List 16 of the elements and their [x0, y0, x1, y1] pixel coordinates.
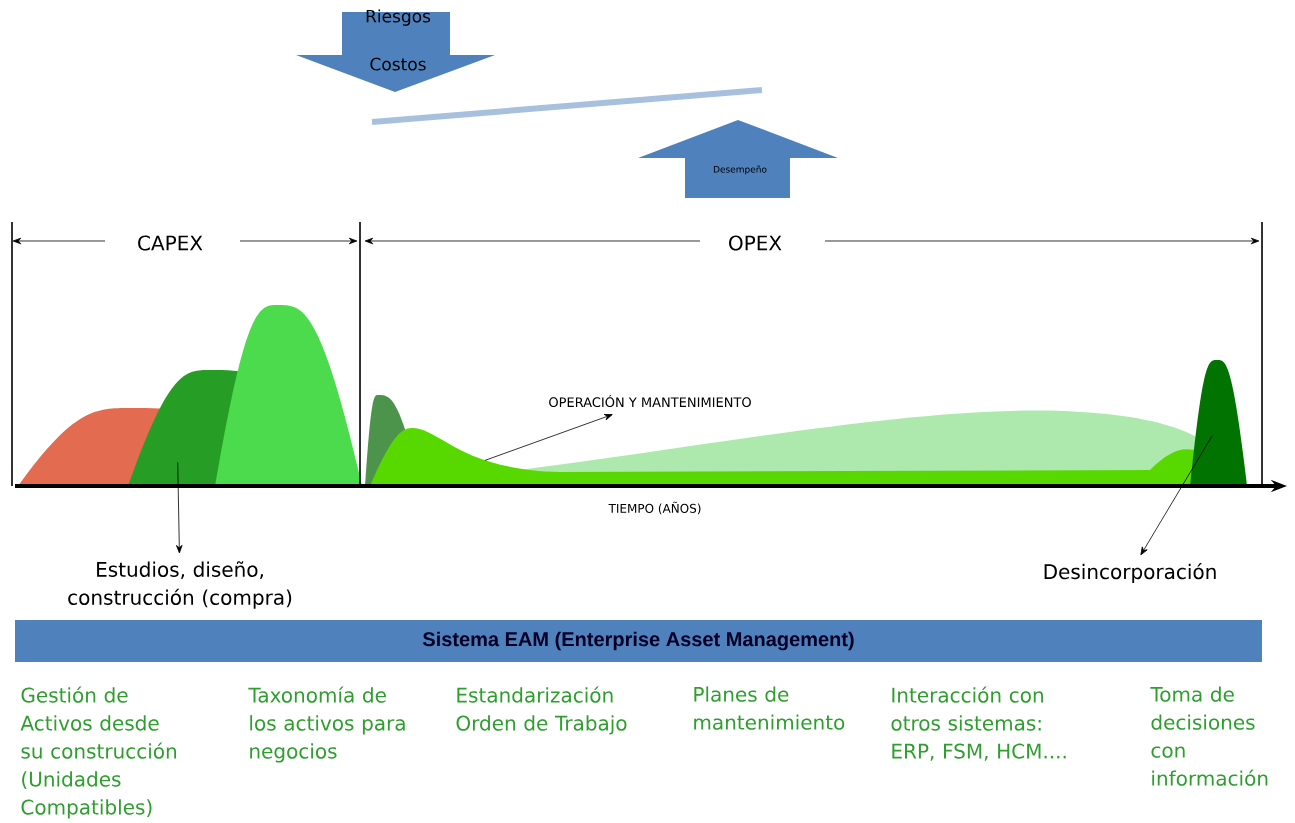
benefit-text: Planes de mantenimiento: [694, 686, 845, 730]
dimension-label: OPEX: [729, 235, 782, 251]
benefit-text: Interacción con otros sistemas: ERP, FSM, HCM....: [891, 686, 1066, 761]
stage-label: Estudios, diseño, construcción (compra): [68, 561, 292, 609]
lifecycle-curves-drawing: [18, 305, 1247, 486]
benefit-text: Toma de decisiones con información: [1150, 686, 1268, 786]
leader-arrow: [484, 414, 613, 461]
dimension-label: CAPEX: [138, 235, 203, 251]
system-band: Sistema EAM (Enterprise Asset Management): [15, 620, 1262, 662]
leader-arrow: [1140, 435, 1213, 556]
benefit-text: Taxonomía de los activos para negocios: [248, 686, 405, 763]
leader-arrow: [176, 462, 183, 554]
axis-label: TIEMPO (AÑOS): [608, 501, 701, 515]
benefit-text: Estandarización Orden de Trabajo: [456, 686, 627, 735]
stage-label: Desincorporación: [1044, 562, 1216, 584]
benefit-text: Gestión de Activos desde su construcción (Unidades Compatibles): [20, 686, 176, 819]
